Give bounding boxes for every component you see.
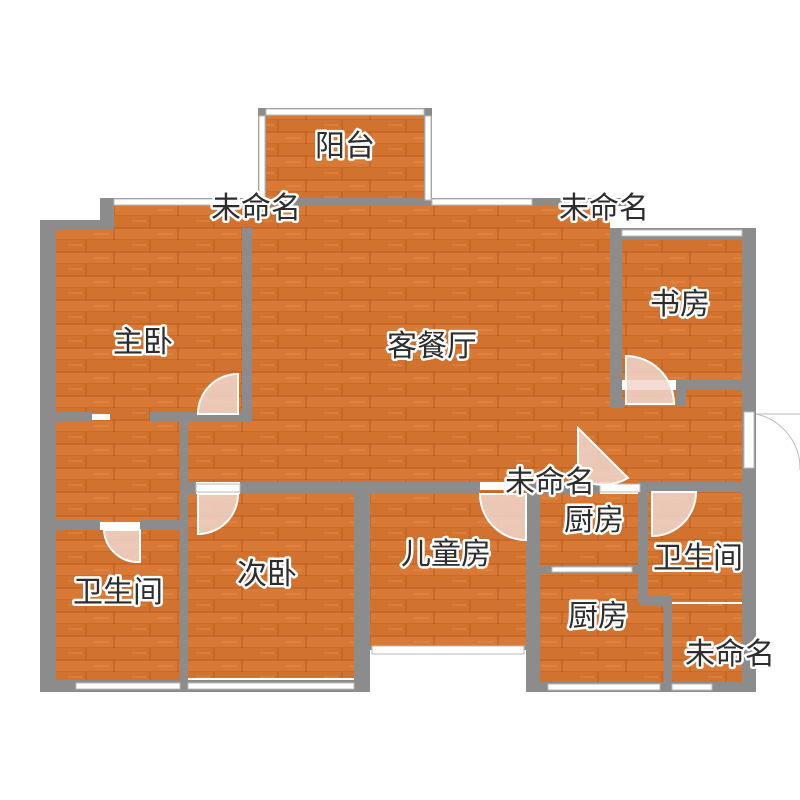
window-balcony-right bbox=[424, 115, 432, 201]
label-unnamed-top-right: 未命名 bbox=[559, 192, 649, 225]
window-top-left bbox=[113, 198, 259, 206]
window-bottom-left bbox=[75, 682, 181, 690]
label-kitchen-lower: 厨房 bbox=[568, 600, 628, 633]
window-kitchen-divider bbox=[551, 566, 633, 573]
wall-segment bbox=[676, 380, 756, 390]
door-children-room bbox=[478, 493, 527, 542]
window-second-bedroom-door bbox=[195, 483, 241, 493]
window-bottom-second bbox=[187, 682, 355, 690]
wall-segment bbox=[640, 482, 742, 492]
floor-kitchen-upper bbox=[540, 494, 640, 566]
window-right bbox=[743, 411, 755, 469]
door-second-bedroom bbox=[197, 493, 240, 536]
window-balcony-left bbox=[258, 115, 266, 201]
label-bathroom-right: 卫生间 bbox=[653, 542, 743, 575]
door-bathroom-left bbox=[102, 529, 141, 564]
window-bottom-kitchen bbox=[547, 683, 661, 691]
floor-unnamed-bottom-right bbox=[670, 604, 742, 682]
door-bathroom-right bbox=[651, 491, 698, 538]
wall-segment bbox=[180, 412, 188, 692]
window-bottom-children bbox=[371, 645, 525, 655]
label-study: 书房 bbox=[650, 288, 710, 321]
window-hall-divider bbox=[599, 483, 641, 493]
window-top-center bbox=[431, 198, 533, 206]
wall-segment bbox=[40, 412, 92, 422]
wall-segment bbox=[526, 482, 540, 650]
label-living-dining: 客餐厅 bbox=[387, 330, 477, 363]
floor-balcony bbox=[264, 116, 424, 200]
wall-segment bbox=[610, 400, 624, 408]
wall-segment bbox=[150, 412, 252, 422]
wall-segment bbox=[100, 198, 630, 206]
door-entry-arc bbox=[755, 413, 800, 470]
wall-segment bbox=[640, 596, 670, 606]
label-kitchen-upper: 厨房 bbox=[564, 504, 624, 537]
wall-segment bbox=[676, 380, 686, 406]
label-master-bedroom: 主卧 bbox=[113, 326, 173, 359]
label-unnamed-center: 未命名 bbox=[505, 466, 595, 499]
room-labels: 阳台 未命名 未命名 主卧 客餐厅 书房 未命名 厨房 卫生间 次卧 儿童房 卫… bbox=[71, 127, 778, 673]
floor-living-dining bbox=[110, 206, 610, 482]
wall-segment bbox=[140, 520, 188, 530]
wall-segment bbox=[40, 520, 100, 530]
exterior-door bbox=[755, 413, 800, 470]
wall-segment bbox=[40, 220, 56, 692]
wall-segment bbox=[526, 482, 600, 494]
floor-study bbox=[622, 240, 742, 380]
wall-segment bbox=[610, 228, 622, 406]
wall-segment bbox=[638, 482, 648, 602]
door-master-bedroom bbox=[196, 372, 239, 415]
floors bbox=[56, 116, 742, 682]
label-balcony: 阳台 bbox=[315, 130, 375, 163]
label-unnamed-top-left: 未命名 bbox=[211, 192, 301, 225]
wall-segment bbox=[354, 482, 370, 682]
wall-segment bbox=[526, 646, 540, 692]
label-bathroom-left: 卫生间 bbox=[73, 576, 163, 609]
window-bottom-right bbox=[671, 683, 713, 691]
door-hall-right bbox=[577, 425, 630, 486]
wall-segment bbox=[180, 482, 196, 494]
window-balcony-top bbox=[265, 108, 425, 116]
windows bbox=[75, 108, 755, 691]
label-unnamed-bottom-right: 未命名 bbox=[685, 638, 775, 671]
window-study-top bbox=[621, 229, 743, 237]
label-second-bedroom: 次卧 bbox=[237, 558, 297, 591]
doors bbox=[102, 354, 698, 564]
wall-segment bbox=[242, 228, 252, 414]
wall-segment bbox=[40, 220, 114, 230]
label-children-room: 儿童房 bbox=[401, 538, 491, 571]
wall-segment bbox=[664, 596, 672, 692]
door-study bbox=[625, 354, 676, 405]
